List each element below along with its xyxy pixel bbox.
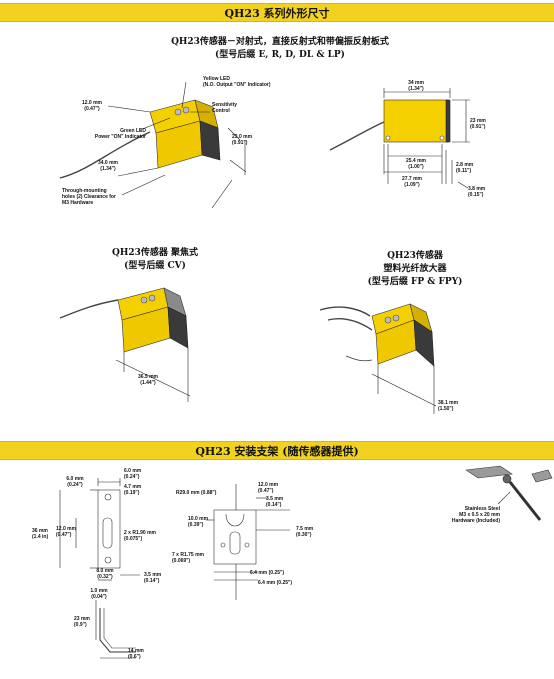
callout-green-led: Green LED Power "ON" Indicator	[94, 128, 146, 140]
hardware-label: Stainless Steel M3 x 0.5 x 20 mm Hardwar…	[451, 506, 500, 524]
heading-cv: QH23传感器 聚焦式 (型号后缀 CV)	[111, 248, 198, 271]
b1-dim-36mm: 36 mm (1.4 in)	[32, 528, 49, 540]
sensor-side-view	[329, 88, 470, 189]
b1-dim-4-7mm: 4.7 mm (0.19")	[124, 484, 142, 496]
b2-dim-6-4mm-a: 6.4 mm (0.25")	[250, 570, 285, 576]
dim-23mm-side: 23 mm (0.91")	[470, 118, 486, 130]
b1-dim-1mm: 1.0 mm (0.04")	[90, 588, 108, 600]
dim-36-5mm: 36.5 mm (1.44")	[137, 374, 158, 386]
heading-main: QH23传感器－对射式，直接反射式和带偏振反射板式 (型号后缀 E, R, D,…	[171, 37, 389, 60]
b1-dim-14mm: 14 mm (0.6")	[128, 648, 144, 660]
section-title: QH23 安装支架 (随传感器提供)	[195, 444, 359, 458]
b2-dim-6-4mm-b: 6.4 mm (0.25")	[258, 580, 293, 586]
b1-dim-8mm: 8.0 mm (0.32")	[96, 568, 114, 580]
b1-dim-6mm-b: 6.0 mm (0.24")	[124, 468, 142, 480]
dim-2-8mm: 2.8 mm (0.11")	[456, 162, 474, 174]
dim-27mm: 27.7 mm (1.09")	[401, 176, 422, 188]
b1-dim-3-5mm: 3.5 mm (0.14")	[144, 572, 162, 584]
bracket-one-drawing	[59, 478, 140, 659]
sensor-cv	[59, 287, 191, 402]
dim-3-8mm: 3.8 mm (0.15")	[468, 186, 486, 198]
dim-38-1mm: 38.1 mm (1.50")	[438, 400, 459, 412]
dim-34mm: 34.0 mm (1.34")	[97, 160, 118, 172]
callout-yellow-led: Yellow LED (N.O. Output "ON" Indicator)	[203, 76, 271, 88]
b1-dim-23mm: 23 mm (0.9")	[74, 616, 90, 628]
section-banner-brackets: QH23 安装支架 (随传感器提供)	[0, 441, 554, 460]
b1-dim-2x-r: 2 x R1.90 mm (0.075")	[124, 530, 156, 542]
section-banner-dimensions: QH23 系列外形尺寸	[0, 3, 554, 22]
b2-dim-7-5mm: 7.5 mm (0.30")	[296, 526, 314, 538]
heading-fp: QH23传感器 塑料光纤放大器 (型号后缀 FP & FPY)	[367, 251, 463, 287]
b2-dim-10mm: 10.0 mm (0.39")	[188, 516, 209, 528]
callout-sensitivity-control: Sensitivity Control	[212, 102, 238, 114]
dim-34mm-side: 34 mm (1.34")	[408, 80, 424, 92]
b2-dim-3-5mm: 3.5 mm (0.14")	[266, 496, 284, 508]
bracket-two-drawing	[206, 484, 290, 600]
sensor-fp	[319, 303, 437, 414]
dim-25mm: 25.4 mm (1.00")	[405, 158, 426, 170]
b1-dim-6mm-a: 6.0 mm (0.24")	[66, 476, 84, 488]
b2-dim-r29: R29.0 mm (0.88")	[176, 490, 217, 496]
dim-12mm: 12.0 mm (0.47")	[81, 100, 102, 112]
callout-through-holes: Through-mounting holes (2) Clearance for…	[62, 188, 116, 206]
section-title: QH23 系列外形尺寸	[224, 6, 330, 20]
b2-dim-7x-r: 7 x R1.75 mm (0.069")	[172, 552, 204, 564]
screw-hardware-drawing	[465, 465, 553, 521]
dim-23mm: 23.0 mm (0.91")	[232, 134, 253, 146]
b2-dim-12mm: 12.0 mm (0.47")	[258, 482, 279, 494]
b1-dim-12mm: 12.0 mm (0.47")	[56, 526, 77, 538]
sensor-iso-top	[59, 81, 247, 209]
